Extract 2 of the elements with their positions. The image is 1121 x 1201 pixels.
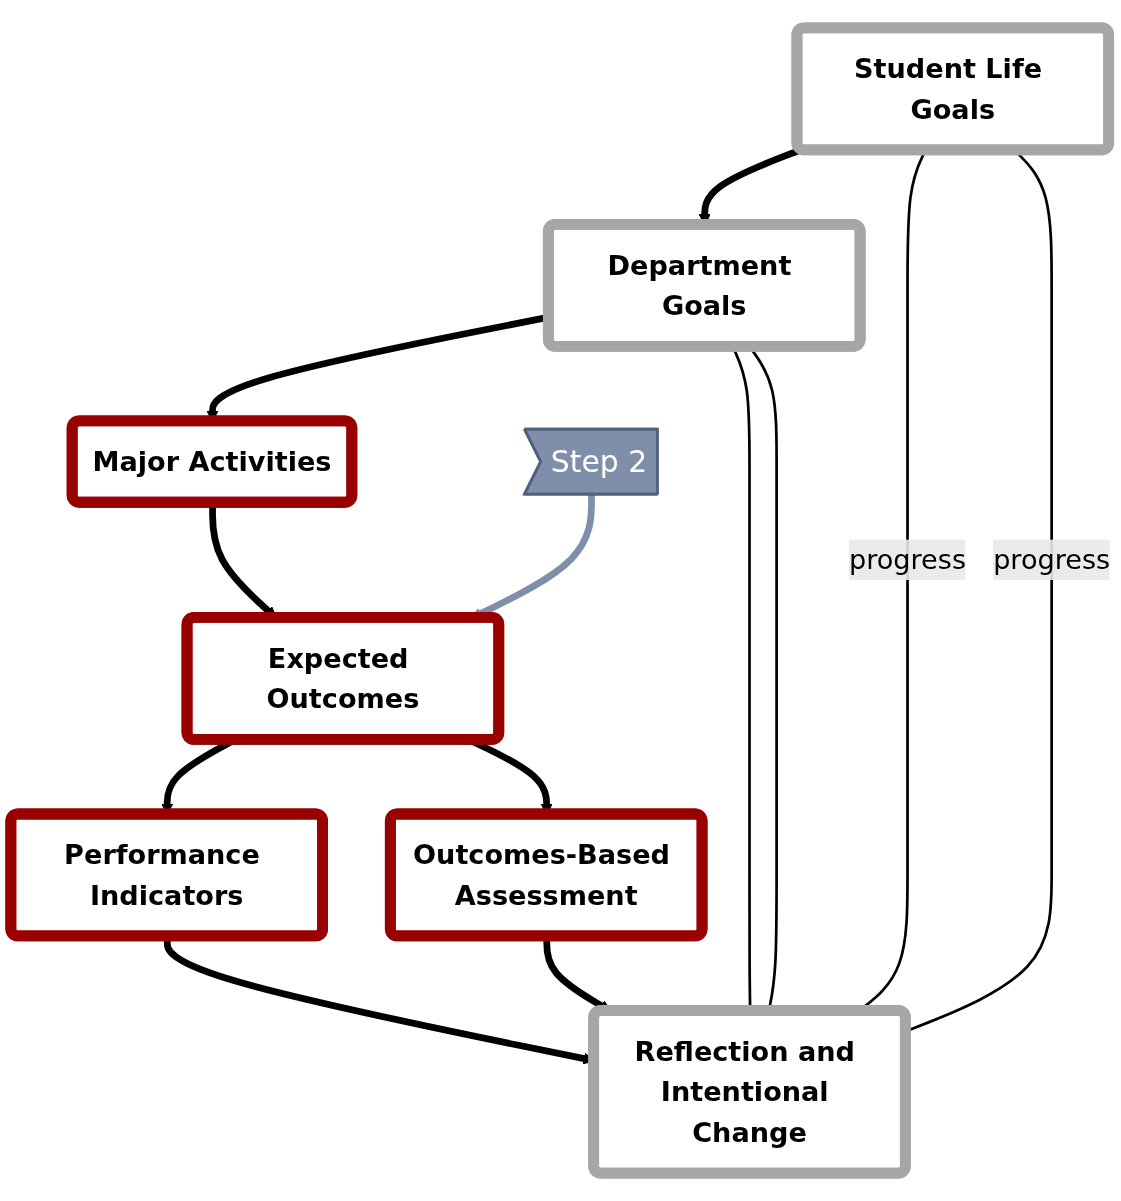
edge-label: progress	[849, 543, 967, 577]
edge-label: progress	[993, 543, 1111, 577]
